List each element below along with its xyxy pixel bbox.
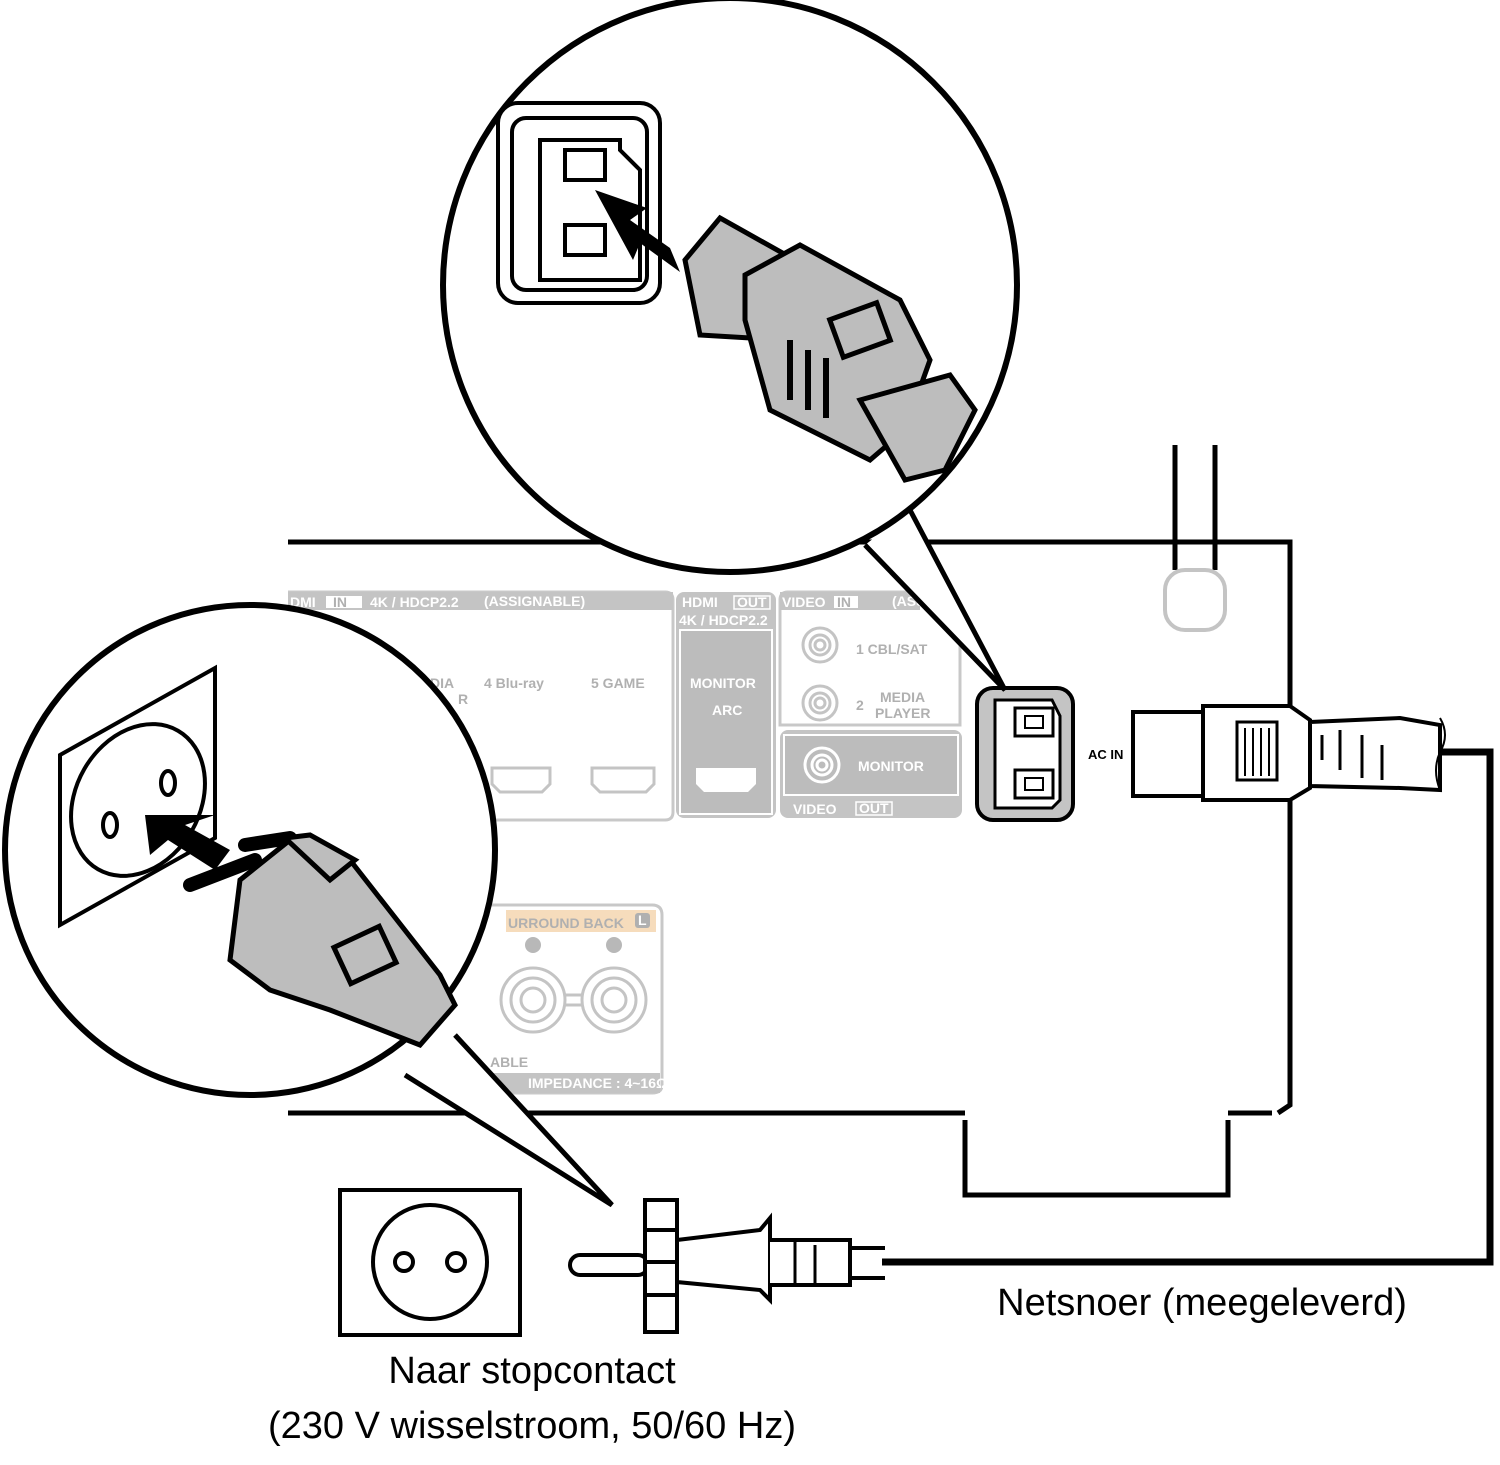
input-3-label-2: R — [458, 691, 468, 707]
iec-plug-closeup — [682, 214, 978, 483]
receiver-rear: DMI IN 4K / HDCP2.2 (ASSIGNABLE) DIA R 4… — [288, 445, 1494, 1337]
surround-l-badge: L — [638, 912, 647, 928]
power-cord-label: Netsnoer (meegeleverd) — [997, 1282, 1407, 1324]
video-2-num: 2 — [856, 697, 864, 713]
wall-socket-callout — [2, 602, 614, 1208]
outlet-spec-label: (230 V wisselstroom, 50/60 Hz) — [268, 1405, 796, 1447]
video-out-label: VIDEO — [793, 801, 837, 817]
video-monitor-label: MONITOR — [858, 758, 924, 774]
hdmi-out-port — [696, 768, 756, 792]
outlet-label: Naar stopcontact — [388, 1350, 676, 1392]
video-2-label: MEDIA — [880, 689, 925, 705]
input-4-label: 4 Blu-ray — [484, 675, 544, 691]
assignable-partial: ABLE — [490, 1054, 528, 1070]
schuko-plug-closeup — [183, 831, 458, 1048]
assignable-label: (ASSIGNABLE) — [484, 593, 585, 609]
in-badge: IN — [333, 594, 347, 610]
mains-plug — [568, 1198, 885, 1334]
ac-in-label: AC IN — [1088, 747, 1123, 762]
video-2-label-b: PLAYER — [875, 705, 931, 721]
insert-arrow-icon-2 — [145, 815, 230, 870]
power-cord — [882, 748, 1494, 1266]
arc-label: ARC — [712, 702, 742, 718]
insert-arrow-icon — [595, 190, 680, 272]
hdmi-port-5 — [590, 766, 656, 794]
out-badge: OUT — [737, 594, 767, 610]
antenna — [1163, 445, 1227, 632]
monitor-label: MONITOR — [690, 675, 756, 691]
hdmi-in-label: DMI — [290, 594, 316, 610]
hdmi-in-panel: DMI IN 4K / HDCP2.2 (ASSIGNABLE) DIA R 4… — [288, 590, 675, 822]
hdmi-port-4 — [490, 766, 552, 794]
video-in-badge: IN — [837, 594, 851, 610]
iec-plug — [1131, 704, 1446, 802]
hdmi-out-panel: HDMI OUT 4K / HDCP2.2 MONITOR ARC — [676, 592, 776, 818]
wall-socket-closeup — [58, 664, 217, 929]
video-1-label: 1 CBL/SAT — [856, 641, 928, 657]
surround-back-label: URROUND BACK — [508, 915, 624, 931]
ac-inlet-callout — [440, 0, 1020, 692]
hdmi-in-spec: 4K / HDCP2.2 — [370, 594, 459, 610]
surround-back-terminals: URROUND BACK L ABLE IMPEDANCE : 4~16Ω — [478, 903, 667, 1095]
hdmi-out-spec: 4K / HDCP2.2 — [679, 612, 768, 628]
wall-outlet — [338, 1188, 522, 1337]
impedance-label: IMPEDANCE : 4~16Ω — [528, 1075, 667, 1091]
input-5-label: 5 GAME — [591, 675, 645, 691]
video-panel: VIDEO IN (ASS 1 CBL/SAT 2 MEDIA PLAYER M… — [778, 590, 962, 818]
ac-in-socket: AC IN — [975, 686, 1123, 822]
video-in-label: VIDEO — [782, 594, 826, 610]
video-out-badge: OUT — [859, 800, 889, 816]
hdmi-out-label: HDMI — [682, 594, 718, 610]
inlet-closeup — [496, 101, 662, 305]
